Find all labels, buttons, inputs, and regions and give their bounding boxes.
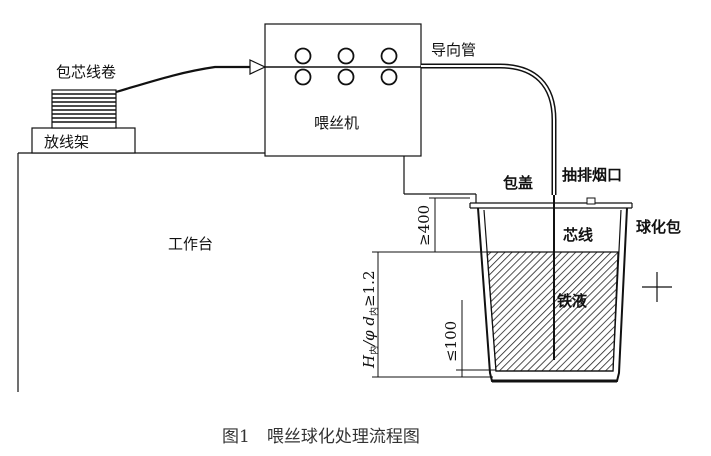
figure-caption: 图1 喂丝球化处理流程图	[222, 427, 420, 447]
ratio-h-sub: 内	[368, 346, 380, 355]
ratio-d-sub: 内	[368, 307, 380, 316]
crosshair-icon	[642, 272, 672, 302]
spool-label: 包芯线卷	[56, 63, 116, 81]
ratio-label: H内/φ d内≥1.2	[360, 271, 380, 370]
dim-top-label: ≥400	[415, 205, 433, 246]
feeder-label: 喂丝机	[314, 114, 359, 132]
wire-spool-to-feeder	[115, 65, 250, 94]
dimension-lines	[372, 197, 496, 378]
wire-entry-arrow-icon	[249, 59, 267, 75]
workbench	[17, 152, 477, 392]
ladle	[469, 197, 633, 383]
guide-tube	[421, 63, 557, 195]
spool-icon	[51, 89, 117, 129]
ratio-mid: /φ d	[360, 316, 378, 348]
iron-label: 铁液	[557, 292, 588, 310]
ratio-h: H	[360, 354, 378, 369]
rack-label: 放线架	[44, 133, 89, 151]
dim-bottom-label: ≤100	[442, 321, 460, 362]
ratio-tail: ≥1.2	[360, 271, 378, 307]
ladle-label: 球化包	[636, 218, 681, 236]
rack-box	[31, 127, 136, 154]
core-wire-label: 芯线	[563, 226, 593, 244]
molten-iron	[486, 251, 619, 372]
feeder-box	[264, 23, 422, 157]
workbench-label: 工作台	[168, 235, 213, 253]
guide-tube-label: 导向管	[431, 41, 476, 59]
feeder-rollers-icon	[294, 47, 398, 86]
lid-label: 包盖	[503, 174, 533, 192]
exhaust-label: 抽排烟口	[562, 166, 622, 184]
